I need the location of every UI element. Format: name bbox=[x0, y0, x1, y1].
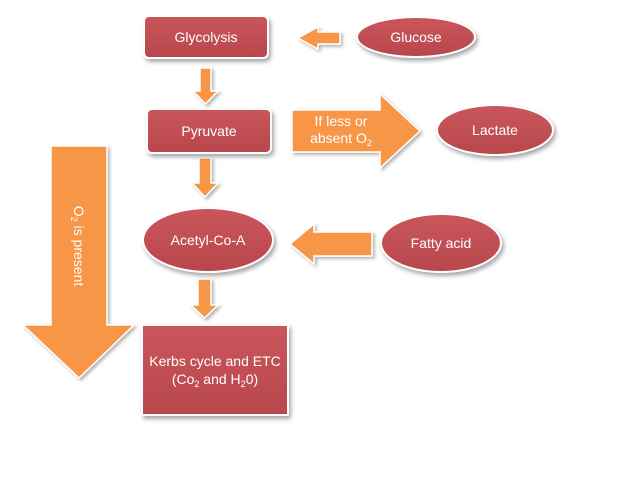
lactate-ellipse: Lactate bbox=[436, 104, 554, 156]
acetyl-coa-ellipse: Acetyl-Co-A bbox=[142, 207, 274, 273]
pyruvate-box: Pyruvate bbox=[146, 108, 272, 154]
glucose-ellipse: Glucose bbox=[356, 16, 476, 58]
lactate-condition-label: If less or absent O2 bbox=[310, 113, 372, 148]
krebs-line2: (Co2 and H20) bbox=[171, 371, 259, 389]
glucose-label: Glucose bbox=[390, 29, 442, 45]
lactate-label: Lactate bbox=[472, 122, 518, 138]
arrow-pyruvate-to-acetyl bbox=[190, 157, 220, 199]
arrow-pyruvate-to-lactate bbox=[291, 92, 422, 170]
pyruvate-label: Pyruvate bbox=[181, 123, 237, 139]
arrow-acetyl-to-krebs bbox=[189, 278, 220, 320]
krebs-line1: Kerbs cycle and ETC bbox=[149, 353, 281, 369]
glycolysis-box: Glycolysis bbox=[143, 15, 269, 59]
arrow-oxygen-present bbox=[21, 145, 136, 380]
arrow-fattyacid-to-acetyl bbox=[288, 222, 373, 266]
acetyl-coa-label: Acetyl-Co-A bbox=[170, 232, 246, 248]
krebs-cycle-box: Kerbs cycle and ETC (Co2 and H20) bbox=[141, 324, 289, 416]
fatty-acid-label: Fatty acid bbox=[410, 235, 472, 251]
fatty-acid-ellipse: Fatty acid bbox=[380, 213, 502, 273]
arrow-glycolysis-to-pyruvate bbox=[191, 67, 220, 106]
glycolysis-label: Glycolysis bbox=[174, 29, 238, 45]
arrow-glucose-to-glycolysis bbox=[296, 25, 341, 51]
oxygen-present-label: O2 is present bbox=[69, 205, 87, 287]
